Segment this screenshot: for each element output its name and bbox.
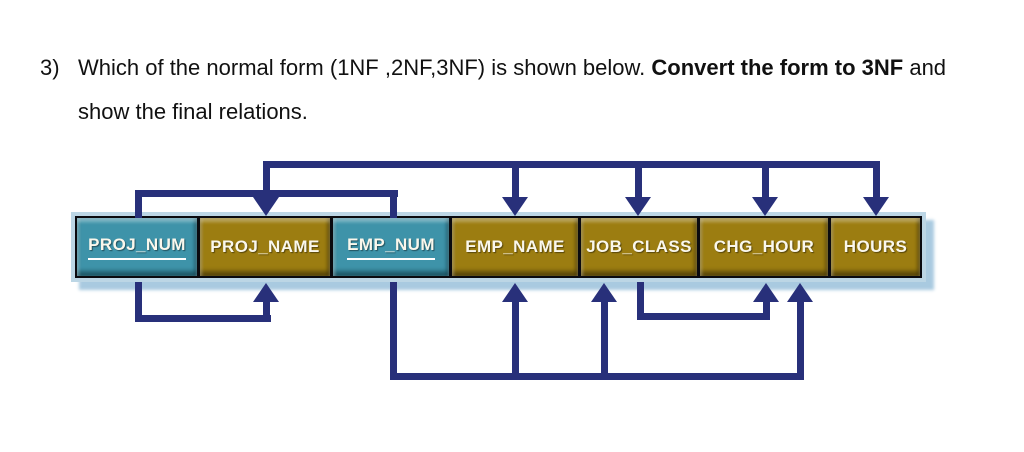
column-label: PROJ_NAME bbox=[210, 237, 320, 256]
partial-proj-leg bbox=[135, 282, 142, 322]
transitive-riser-chg-hour bbox=[763, 298, 770, 320]
key-leg-proj-num bbox=[135, 190, 142, 218]
fan-riser bbox=[263, 161, 270, 200]
question-line-2: show the final relations. bbox=[78, 99, 308, 124]
column-cell-chg-hour: CHG_HOUR bbox=[700, 218, 828, 276]
table-bar-frame: PROJ_NUM PROJ_NAME EMP_NUM EMP_NAME JOB_… bbox=[71, 212, 926, 282]
column-cell-proj-num: PROJ_NUM bbox=[77, 218, 197, 276]
partial-emp-riser-emp-name bbox=[512, 298, 519, 380]
arrowhead-down-chg-hour-icon bbox=[752, 197, 778, 216]
arrowhead-down-hours-icon bbox=[863, 197, 889, 216]
question-text-tail: and bbox=[903, 55, 947, 80]
column-label: JOB_CLASS bbox=[586, 237, 692, 256]
partial-proj-line bbox=[135, 315, 271, 322]
arrowhead-down-proj-name-icon bbox=[253, 197, 279, 216]
partial-emp-line bbox=[390, 373, 804, 380]
fan-drop-job-class bbox=[635, 166, 642, 200]
column-cell-hours: HOURS bbox=[831, 218, 920, 276]
arrowhead-up-emp-name-icon bbox=[502, 283, 528, 302]
question-line-1: Which of the normal form (1NF ,2NF,3NF) … bbox=[78, 55, 946, 81]
arrowhead-down-emp-name-icon bbox=[502, 197, 528, 216]
fan-drop-hours bbox=[873, 161, 880, 200]
partial-emp-leg bbox=[390, 282, 397, 380]
arrowhead-up-chg-hour-icon bbox=[787, 283, 813, 302]
column-label: HOURS bbox=[843, 237, 908, 256]
fan-drop-chg-hour bbox=[762, 166, 769, 200]
arrowhead-down-job-class-icon bbox=[625, 197, 651, 216]
column-label: EMP_NAME bbox=[465, 237, 565, 256]
partial-emp-riser-chg-hour bbox=[797, 298, 804, 380]
arrowhead-up-proj-name-icon bbox=[253, 283, 279, 302]
column-label: CHG_HOUR bbox=[713, 237, 815, 256]
column-cell-job-class: JOB_CLASS bbox=[581, 218, 697, 276]
column-cell-proj-name: PROJ_NAME bbox=[200, 218, 330, 276]
question-text-regular: Which of the normal form (1NF ,2NF,3NF) … bbox=[78, 55, 652, 80]
column-label: PROJ_NUM bbox=[88, 235, 186, 260]
partial-emp-riser-job-class bbox=[601, 298, 608, 380]
column-label: EMP_NUM bbox=[347, 235, 435, 260]
table-bar: PROJ_NUM PROJ_NAME EMP_NUM EMP_NAME JOB_… bbox=[75, 216, 922, 278]
composite-fan-line bbox=[263, 161, 880, 168]
arrowhead-up-job-class-icon bbox=[591, 283, 617, 302]
key-leg-emp-num bbox=[390, 190, 397, 218]
transitive-leg-job-class bbox=[637, 282, 644, 320]
question-text-bold: Convert the form to 3NF bbox=[651, 55, 904, 80]
fan-drop-emp-name bbox=[512, 166, 519, 200]
column-cell-emp-num: EMP_NUM bbox=[333, 218, 449, 276]
question-number: 3) bbox=[40, 55, 60, 80]
arrowhead-up-chg-hour-transitive-icon bbox=[753, 283, 779, 302]
column-cell-emp-name: EMP_NAME bbox=[452, 218, 578, 276]
partial-proj-riser bbox=[263, 298, 270, 322]
transitive-line bbox=[637, 313, 770, 320]
